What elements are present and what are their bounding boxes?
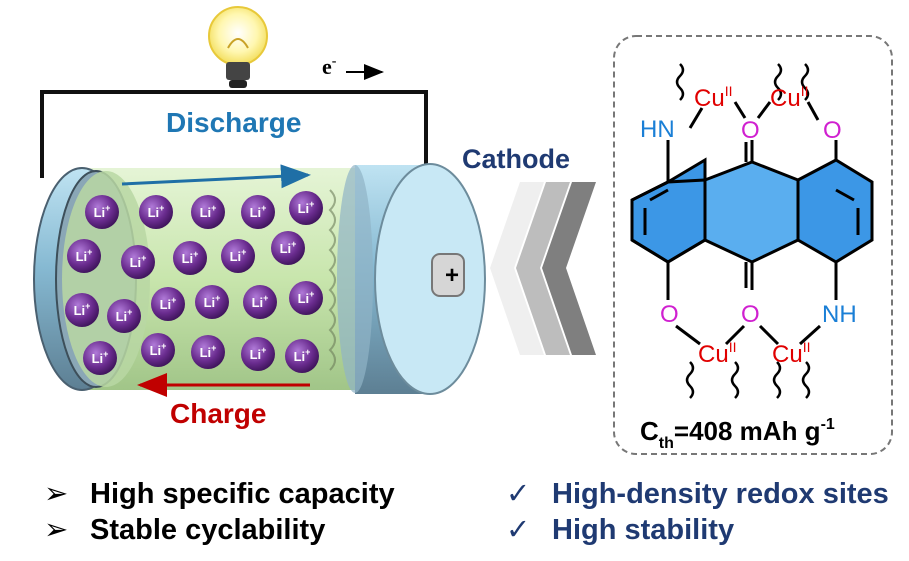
lithium-ion-label: Li+ <box>150 341 167 358</box>
list-item: ➢ Stable cyclability <box>44 512 395 548</box>
lithium-ion-label: Li+ <box>280 239 297 256</box>
lithium-ion-label: Li+ <box>76 247 93 264</box>
arrow-bullet-icon: ➢ <box>44 478 69 510</box>
lithium-ion-label: Li+ <box>200 343 217 360</box>
circuit-wire <box>40 90 428 178</box>
lithium-ion <box>221 239 255 273</box>
oxygen-top-center: O <box>741 117 760 144</box>
lithium-ion <box>289 191 323 225</box>
arrow-bullet-icon: ➢ <box>44 514 69 546</box>
lithium-ion <box>243 285 277 319</box>
checkmark-icon: ✓ <box>506 514 531 546</box>
lithium-ion-label: Li+ <box>204 293 221 310</box>
lithium-ion <box>191 335 225 369</box>
feature-text: Stable cyclability <box>90 514 326 546</box>
right-feature-list: ✓ High-density redox sites ✓ High stabil… <box>506 476 889 548</box>
anthraquinone-rings <box>630 101 874 346</box>
cu-top-right: CuII <box>770 83 808 112</box>
lithium-ion-label: Li+ <box>294 347 311 364</box>
electron-label: e- <box>322 54 337 79</box>
lithium-ion <box>173 241 207 275</box>
plus-sign: + <box>445 262 459 289</box>
lithium-ion-label: Li+ <box>252 293 269 310</box>
lithium-ion <box>67 239 101 273</box>
lithium-ion <box>107 299 141 333</box>
lithium-ion <box>121 245 155 279</box>
list-item: ✓ High-density redox sites <box>506 476 889 512</box>
wavy-bonds <box>675 63 811 399</box>
theoretical-capacity: Cth=408 mAh g-1 <box>640 416 835 452</box>
positive-terminal <box>431 253 465 297</box>
lithium-ion <box>151 287 185 321</box>
oxygen-bottom-left: O <box>660 301 679 328</box>
feature-text: High-density redox sites <box>552 478 889 510</box>
lithium-ion-label: Li+ <box>148 203 165 220</box>
lithium-ion-label: Li+ <box>298 289 315 306</box>
list-item: ➢ High specific capacity <box>44 476 395 512</box>
left-feature-list: ➢ High specific capacity ➢ Stable cyclab… <box>44 476 395 548</box>
atom-labels: CuII CuII CuII CuII HN O O O O NH <box>640 83 857 368</box>
structure-frame <box>613 35 893 455</box>
lithium-ion <box>141 333 175 367</box>
lithium-ion-label: Li+ <box>182 249 199 266</box>
lithium-ion-label: Li+ <box>92 349 109 366</box>
lithium-ion <box>289 281 323 315</box>
lithium-ion-label: Li+ <box>116 307 133 324</box>
amine-left: HN <box>640 116 675 143</box>
lithium-ion-label: Li+ <box>250 203 267 220</box>
lithium-ion <box>195 285 229 319</box>
list-item: ✓ High stability <box>506 512 889 548</box>
discharge-arrow <box>121 164 311 189</box>
lithium-ion <box>65 293 99 327</box>
lithium-ion <box>241 195 275 229</box>
feature-text: High specific capacity <box>90 478 395 510</box>
lithium-ion-label: Li+ <box>230 247 247 264</box>
charge-label: Charge <box>170 398 266 429</box>
cu-top-left: CuII <box>694 83 732 112</box>
oxygen-bottom-center: O <box>741 301 760 328</box>
checkmark-icon: ✓ <box>506 478 531 510</box>
lithium-ion <box>139 195 173 229</box>
lithium-ion-label: Li+ <box>200 203 217 220</box>
lithium-ion <box>191 195 225 229</box>
lithium-ion <box>285 339 319 373</box>
lithium-ion-label: Li+ <box>94 203 111 220</box>
lithium-ion-label: Li+ <box>130 253 147 270</box>
cu-bottom-left: CuII <box>698 339 736 368</box>
cathode-label: Cathode <box>462 144 570 174</box>
lithium-ion-label: Li+ <box>250 345 267 362</box>
lithium-ion-label: Li+ <box>160 295 177 312</box>
oxygen-top-right: O <box>823 117 842 144</box>
lithium-ion-label: Li+ <box>298 199 315 216</box>
cu-bottom-right: CuII <box>772 339 810 368</box>
discharge-label: Discharge <box>166 107 301 138</box>
feature-text: High stability <box>552 514 735 546</box>
lithium-ions: Li+ Li+ Li+ Li+ Li+ Li+ Li+ Li+ Li+ Li+ Li+ Li+ Li+ L… <box>65 191 323 375</box>
chevron-arrow-icon <box>490 182 596 355</box>
lithium-ion-label: Li+ <box>74 301 91 318</box>
lithium-ion <box>83 341 117 375</box>
light-bulb-icon <box>208 6 268 88</box>
lithium-ion <box>241 337 275 371</box>
lithium-ion <box>85 195 119 229</box>
amine-right: NH <box>822 301 857 328</box>
lithium-ion <box>271 231 305 265</box>
